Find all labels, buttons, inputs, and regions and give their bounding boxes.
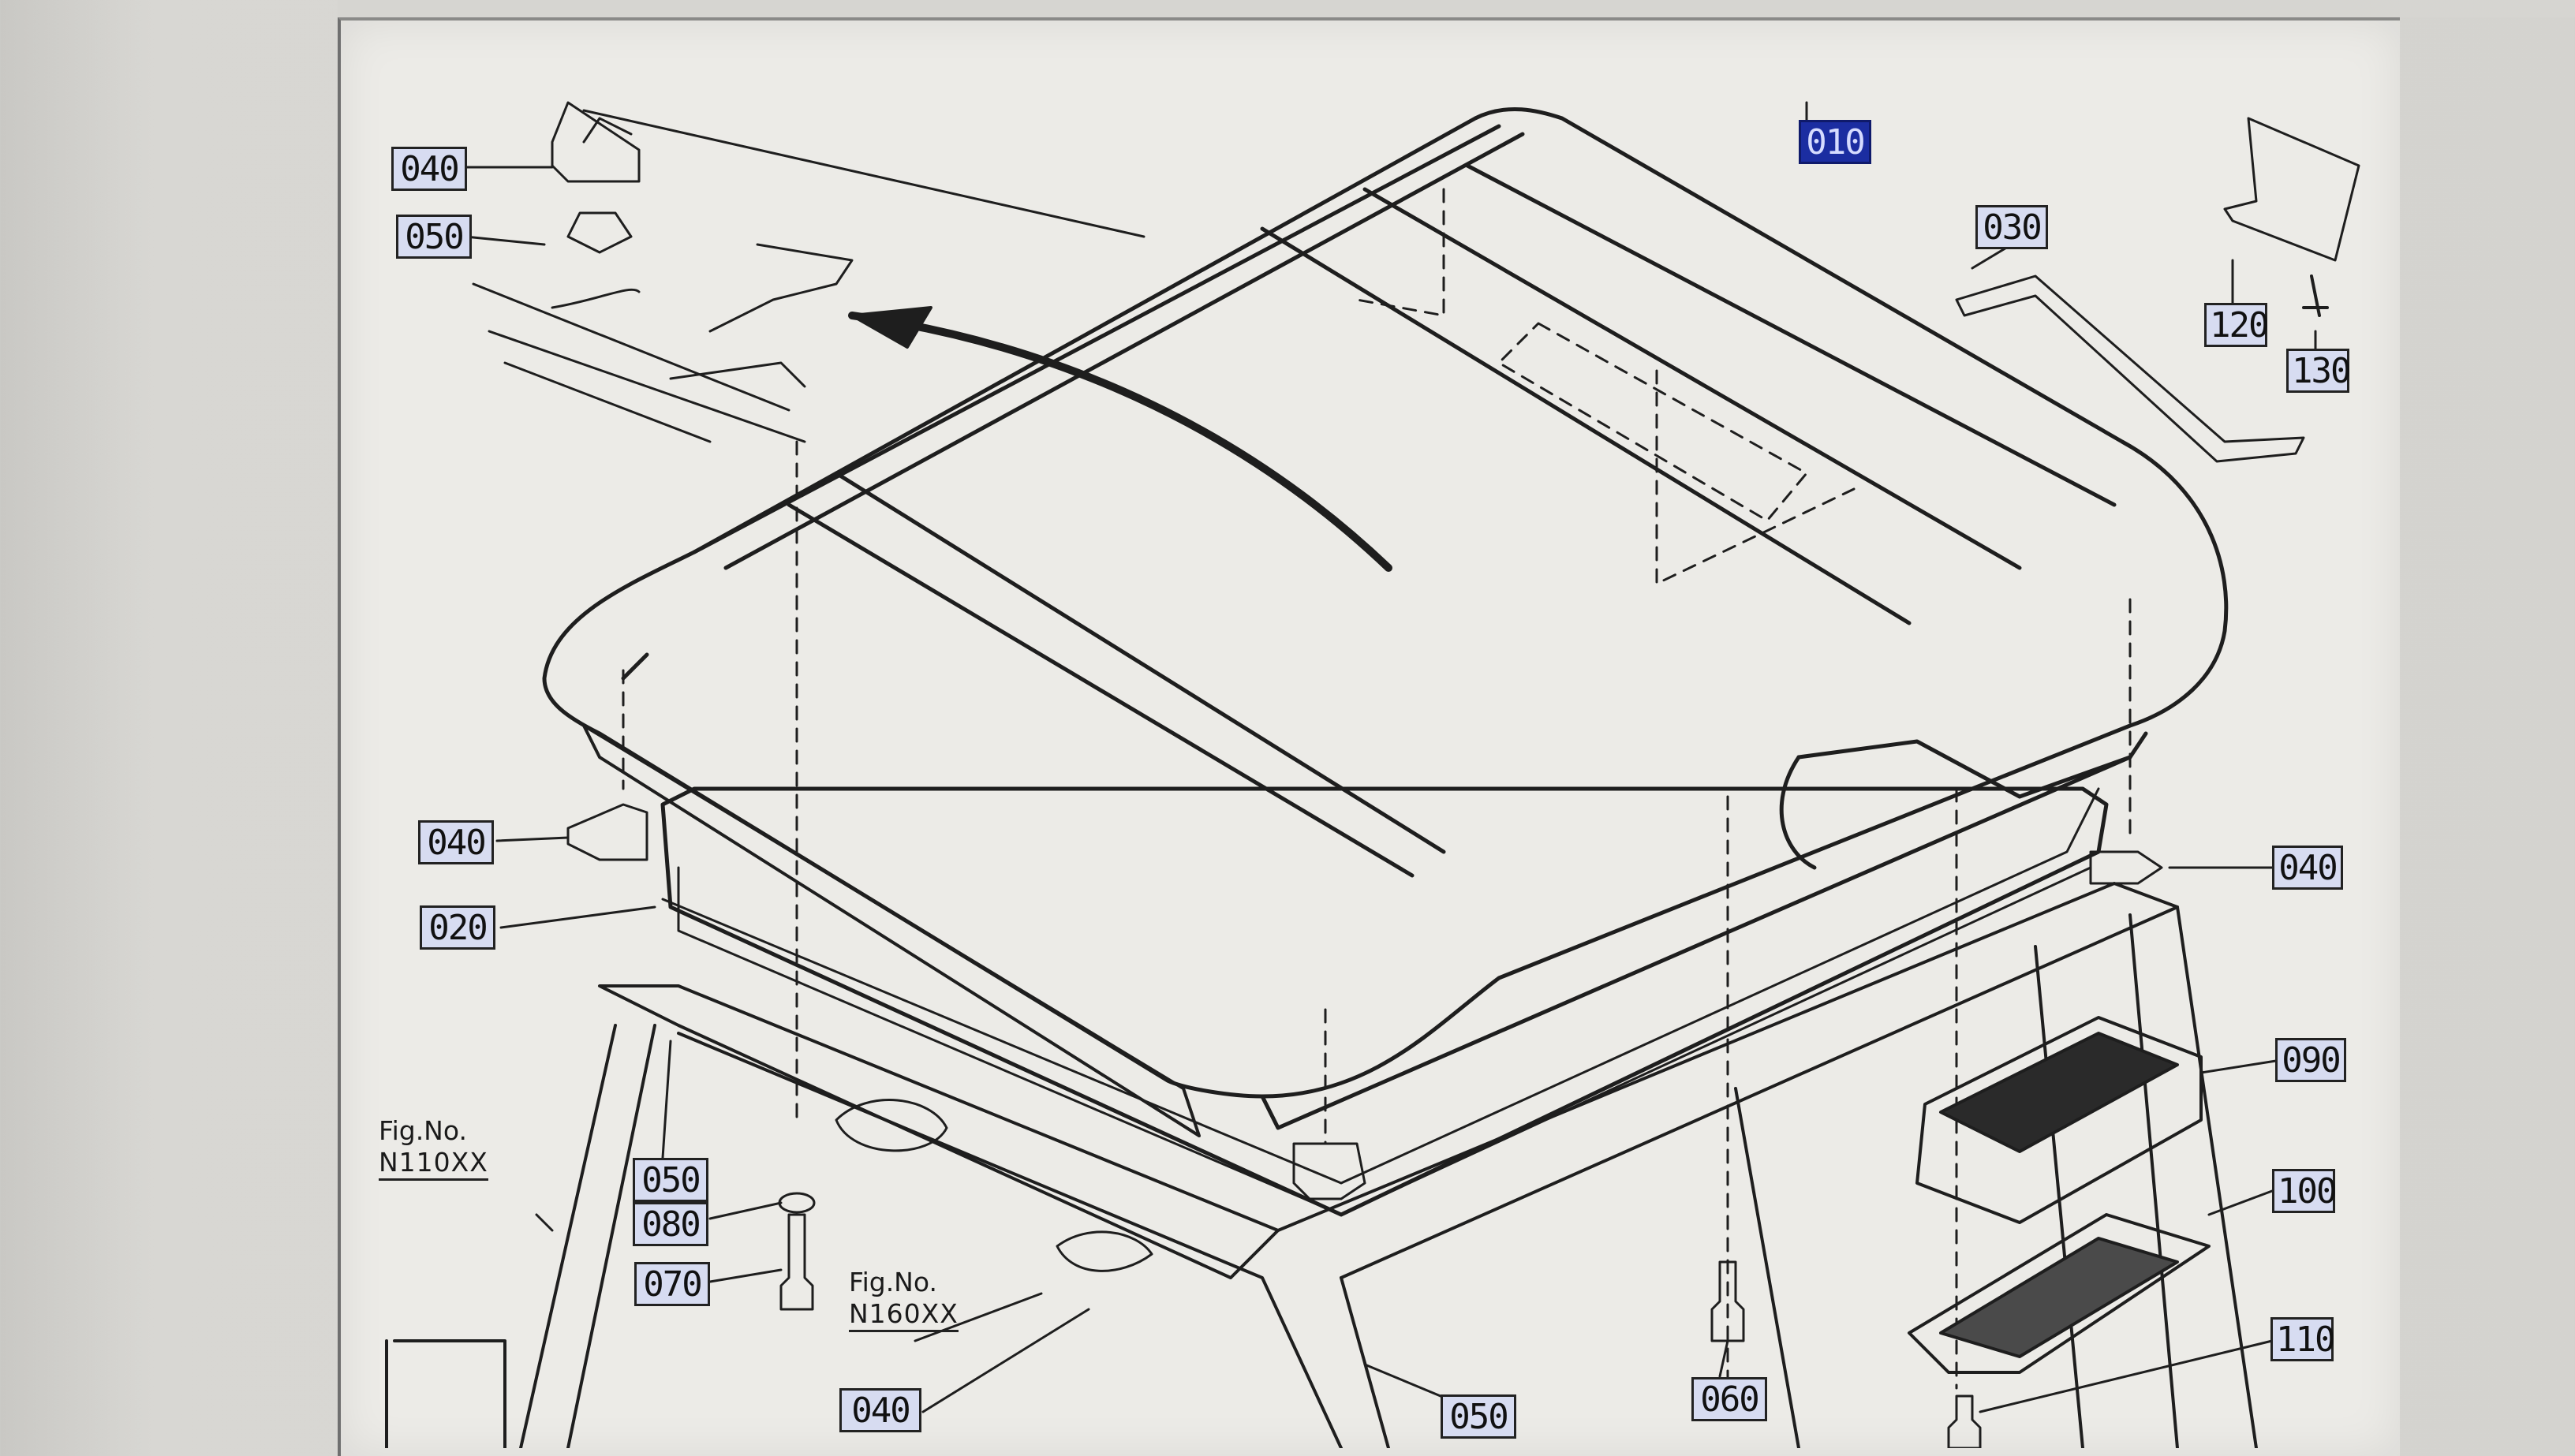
callout-110[interactable]: 110 [2270, 1317, 2335, 1361]
bolt-070 [779, 1213, 814, 1311]
callout-030[interactable]: 030 [1975, 205, 2048, 249]
callout-040-left[interactable]: 040 [418, 820, 494, 864]
figure-ref-left-code: N110XX [379, 1147, 488, 1181]
front-bracket-group [472, 101, 1145, 443]
callout-050-bottom[interactable]: 050 [1441, 1394, 1516, 1439]
seal-strip [1955, 274, 2305, 463]
cab-frame [385, 787, 2258, 1448]
figure-ref-center[interactable]: Fig.No. N160XX [849, 1267, 959, 1332]
cab-roof [542, 107, 2229, 1137]
callout-050-top[interactable]: 050 [396, 215, 472, 259]
bolt-110 [1947, 1394, 1982, 1448]
figure-ref-center-label: Fig.No. [849, 1267, 937, 1297]
side-bracket-right [2089, 850, 2163, 885]
callout-120[interactable]: 120 [2204, 303, 2269, 347]
figure-ref-left-label: Fig.No. [379, 1115, 467, 1146]
callout-060[interactable]: 060 [1691, 1377, 1767, 1421]
callout-020[interactable]: 020 [420, 905, 495, 950]
mount-bracket [2223, 117, 2360, 262]
figure-ref-left[interactable]: Fig.No. N110XX [379, 1115, 488, 1181]
side-bracket-left [566, 803, 648, 861]
clip-050-bottom [1292, 1142, 1366, 1200]
callout-090[interactable]: 090 [2275, 1038, 2346, 1082]
callout-040-right[interactable]: 040 [2272, 846, 2343, 890]
callout-040-top[interactable]: 040 [391, 147, 467, 191]
callout-080[interactable]: 080 [633, 1202, 708, 1246]
filter-cover-plate [1908, 1213, 2211, 1374]
callout-130[interactable]: 130 [2286, 349, 2351, 393]
washer-080 [778, 1192, 816, 1214]
callout-050-left[interactable]: 050 [633, 1158, 708, 1202]
hidden-lines [622, 188, 2132, 1390]
callout-100[interactable]: 100 [2272, 1169, 2337, 1213]
window-top-strip [338, 0, 2575, 17]
figure-ref-center-code: N160XX [849, 1298, 959, 1332]
bolt-060 [1710, 1260, 1745, 1342]
air-filter [1915, 1016, 2203, 1224]
leader-lines [464, 101, 2317, 1413]
front-direction-arrow [848, 312, 1392, 572]
callout-070[interactable]: 070 [634, 1262, 710, 1306]
roof-gasket [660, 786, 2109, 1217]
callout-040-bottom[interactable]: 040 [839, 1388, 921, 1432]
callout-010[interactable]: 010 [1799, 120, 1871, 164]
